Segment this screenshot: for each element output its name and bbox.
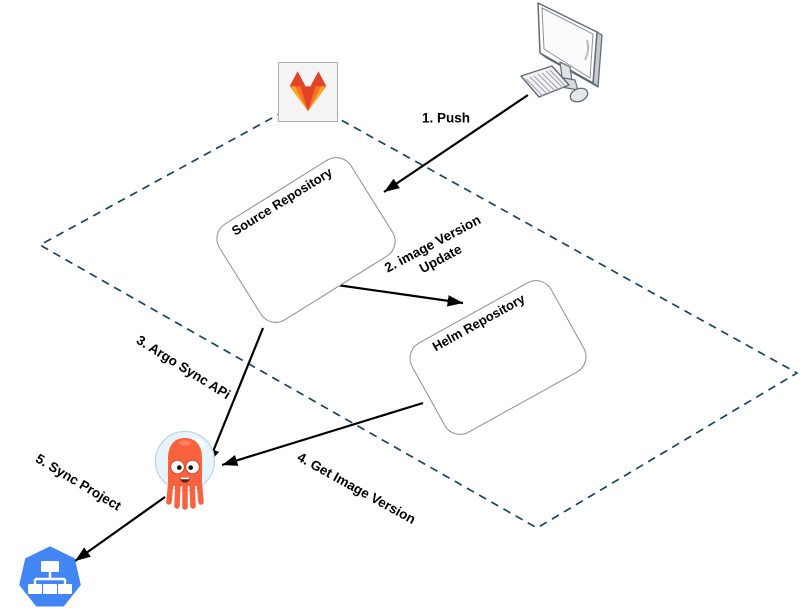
arrow-image-version-update: [336, 283, 464, 307]
arrow-push: [383, 94, 529, 193]
arrow-argo-sync-api: [206, 327, 265, 465]
gitlab-fox-logo: [289, 71, 327, 112]
arrow-sync-project: [74, 496, 166, 562]
sitemap-glyph: [28, 561, 72, 594]
gitlab-icon: [278, 62, 338, 122]
argocd-icon: [154, 430, 216, 510]
arrow-label-push: 1. Push: [421, 110, 471, 126]
computer-icon: [520, 2, 603, 103]
kubernetes-engine-icon: [19, 546, 81, 607]
arrow-get-image-version: [221, 401, 424, 467]
